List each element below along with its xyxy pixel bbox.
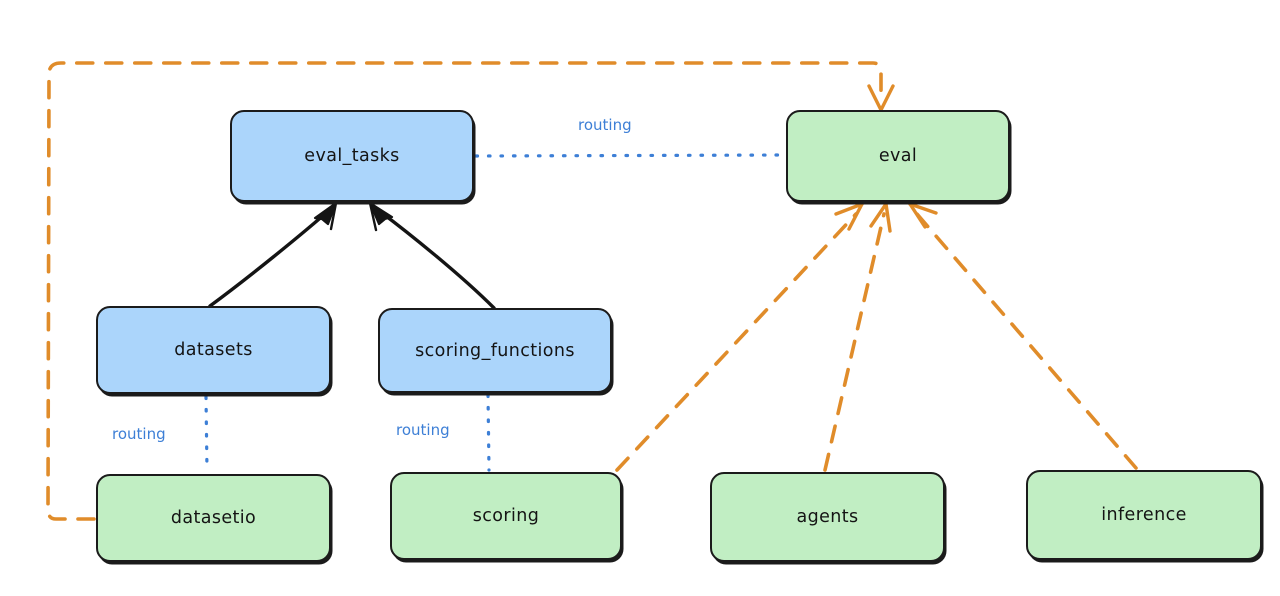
node-eval-tasks[interactable]: eval_tasks <box>230 110 474 202</box>
edge-datasetio-to-eval <box>46 61 895 521</box>
node-label-agents: agents <box>796 507 859 527</box>
edge-label-routing-datasets: routing <box>112 425 166 443</box>
node-datasetio[interactable]: datasetio <box>96 474 331 562</box>
edge-datasets-to-datasetio <box>204 395 209 473</box>
edge-eval-tasks-to-eval <box>474 153 786 158</box>
edge-label-routing-scoring-functions: routing <box>396 421 450 439</box>
edge-label-routing-eval-tasks: routing <box>578 116 632 134</box>
edge-scoring-to-eval <box>615 202 864 472</box>
node-scoring-functions[interactable]: scoring_functions <box>378 308 612 393</box>
node-inference[interactable]: inference <box>1026 470 1262 560</box>
node-label-eval-tasks: eval_tasks <box>304 146 400 166</box>
edge-scoring-functions-to-scoring <box>486 393 491 472</box>
node-label-eval: eval <box>878 146 918 166</box>
node-agents[interactable]: agents <box>710 472 945 562</box>
node-label-scoring-functions: scoring_functions <box>415 340 575 361</box>
node-eval[interactable]: eval <box>786 110 1010 202</box>
node-label-inference: inference <box>1101 505 1187 525</box>
node-label-datasets: datasets <box>174 340 253 360</box>
edge-inference-to-eval <box>908 202 1138 470</box>
edge-datasets-to-eval-tasks <box>208 201 338 308</box>
node-label-scoring: scoring <box>472 506 540 526</box>
edge-scoring-functions-to-eval-tasks <box>368 201 496 310</box>
node-label-datasetio: datasetio <box>170 508 257 528</box>
edge-agents-to-eval <box>823 202 892 472</box>
node-scoring[interactable]: scoring <box>390 472 622 560</box>
node-datasets[interactable]: datasets <box>96 306 331 394</box>
